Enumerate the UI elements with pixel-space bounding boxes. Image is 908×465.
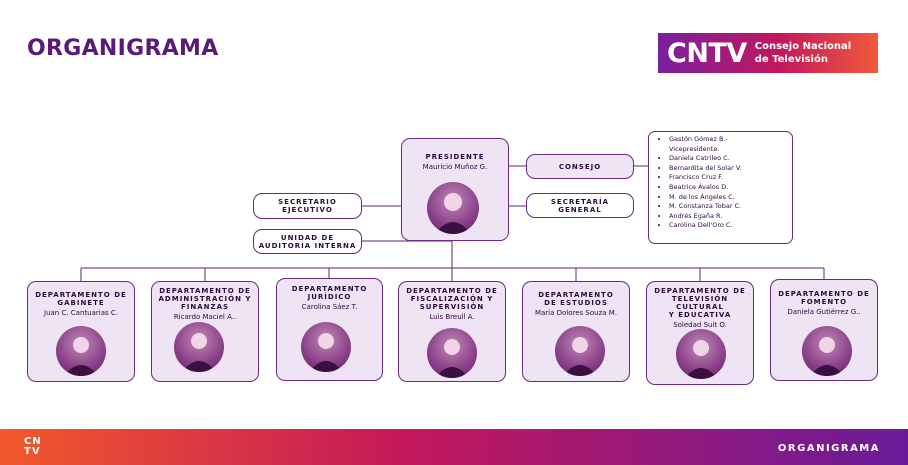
dept-label: TELEVISIÓN CULTURAL [671,295,729,311]
auditoria-label2: AUDITORÍA INTERNA [258,241,357,250]
dept-head-name: Juan C. Cantuarias C. [44,309,118,317]
person-silhouette-icon [64,337,98,376]
person-silhouette-icon [182,333,216,372]
dept-label: DEPARTAMENTO DE [778,290,870,298]
president-label: PRESIDENTE [425,153,485,161]
secretario-label2: EJECUTIVO [282,206,333,214]
dept-fomento-photo [802,326,852,376]
dept-label: FISCALIZACIÓN Y [410,295,494,303]
logo-line1: Consejo Nacional [754,41,852,52]
logo-text: Consejo Nacional de Televisión [755,40,851,66]
secretaria-label2: GENERAL [558,205,602,214]
consejo-members-list: Gastón Gómez B.- Vicepresidente. Daniela… [648,131,793,244]
person-silhouette-icon [435,339,469,378]
president-name: Mauricio Muñoz G. [422,163,488,171]
person-silhouette-icon [435,193,471,234]
member-item: Gastón Gómez B.- [669,135,788,145]
dept-label: DEPARTAMENTO [538,291,614,299]
secretario-label1: SECRETARIO [278,198,337,206]
member-item: Francisco Cruz F. [669,173,788,183]
auditoria-label1: UNIDAD DE [280,233,335,242]
member-item: Carolina Dell'Oro C. [669,221,788,231]
consejo-box: CONSEJO [526,154,634,179]
person-silhouette-icon [684,340,718,379]
dept-estudios-photo [555,326,605,376]
person-silhouette-icon [309,333,343,372]
member-item: Bernardita del Solar V. [669,164,788,174]
secretaria-label1: SECRETARÍA [550,197,610,206]
member-item: Andrés Egaña R. [669,212,788,222]
footer-logo-bottom: TV [24,446,41,457]
dept-label: DEPARTAMENTO DE [654,287,746,295]
page-title: ORGANIGRAMA [27,36,219,61]
person-silhouette-icon [563,337,597,376]
dept-label: DEPARTAMENTO DE [35,291,127,299]
member-item: Beatrice Ávalos D. [669,183,788,193]
logo-mark: CNTV [667,37,747,69]
dept-head-name: Ricardo Maciel A.. [173,313,237,321]
logo-line2: de Televisión [754,54,828,65]
member-item: Daniela Catrileo C. [669,154,788,164]
member-item: M. de los Ángeles C. [669,193,788,203]
dept-head-name: María Dolores Souza M. [534,309,618,317]
dept-television-cultural-photo [676,329,726,379]
dept-label: DEPARTAMENTO DE [406,287,498,295]
dept-label: JURÍDICO [307,293,352,301]
dept-gabinete-photo [56,326,106,376]
dept-label: DEPARTAMENTO [291,285,368,293]
dept-head-name: Luis Breull A. [429,313,475,321]
secretario-ejecutivo-box: SECRETARIO EJECUTIVO [253,193,362,219]
member-item: M. Constanza Tobar C. [669,202,788,212]
dept-head-name: Daniela Gutiérrez G.. [787,308,861,316]
cntv-logo: CNTV Consejo Nacional de Televisión [658,33,878,73]
dept-label: FINANZAS [180,303,230,311]
dept-label: SUPERVISIÓN [419,303,485,311]
dept-label: ADMINISTRACIÓN Y [158,295,252,303]
footer-title: ORGANIGRAMA [777,443,880,454]
dept-head-name: Soledad Suit O. [673,321,727,329]
member-item: Vicepresidente. [669,144,720,153]
footer-logo: CN TV [24,437,42,457]
dept-juridico-photo [301,322,351,372]
dept-administracion-photo [174,322,224,372]
dept-label: GABINETE [57,299,105,307]
auditoria-interna-box: UNIDAD DE AUDITORÍA INTERNA [253,229,362,254]
person-silhouette-icon [810,337,844,376]
dept-label: DE ESTUDIOS [544,299,608,307]
consejo-label: CONSEJO [558,162,602,171]
president-photo [427,182,479,234]
dept-label: DEPARTAMENTO DE [159,287,251,295]
footer-logo-top: CN [24,436,42,447]
dept-head-name: Carolina Sáez T. [301,303,358,311]
secretaria-general-box: SECRETARÍA GENERAL [526,193,634,218]
dept-label: Y EDUCATIVA [668,311,732,319]
dept-label: FOMENTO [800,298,848,306]
footer-bar: CN TV ORGANIGRAMA [0,429,908,465]
dept-fiscalizacion-photo [427,328,477,378]
